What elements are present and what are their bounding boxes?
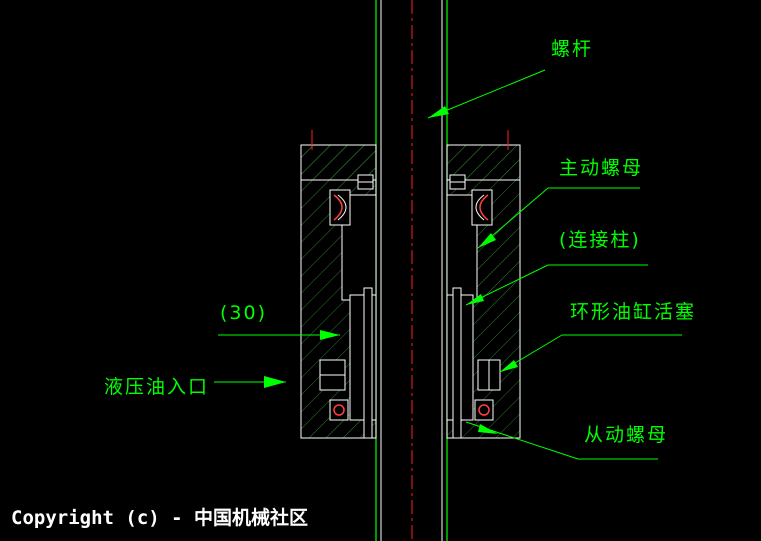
leader-dimension-30 <box>218 330 340 340</box>
leader-drive-nut <box>477 187 640 249</box>
label-hydraulic-oil-inlet: 液压油入口 <box>104 376 210 398</box>
leader-screw <box>427 69 546 119</box>
label-screw: 螺杆 <box>551 38 594 60</box>
label-connecting-column: (连接柱) <box>559 229 641 251</box>
leader-connecting-column <box>465 264 648 306</box>
label-driven-nut: 从动螺母 <box>584 424 669 446</box>
label-annular-cylinder-piston: 环形油缸活塞 <box>570 301 697 323</box>
leader-hydraulic-oil-inlet <box>214 376 286 388</box>
label-drive-nut: 主动螺母 <box>559 157 644 179</box>
left-housing <box>300 130 377 439</box>
leader-driven-nut <box>465 421 658 460</box>
right-housing <box>446 130 521 439</box>
label-dimension-30: (30) <box>220 302 268 324</box>
copyright-notice: Copyright (c) - 中国机械社区 <box>11 507 309 529</box>
leader-annular-cylinder-piston <box>499 334 682 373</box>
